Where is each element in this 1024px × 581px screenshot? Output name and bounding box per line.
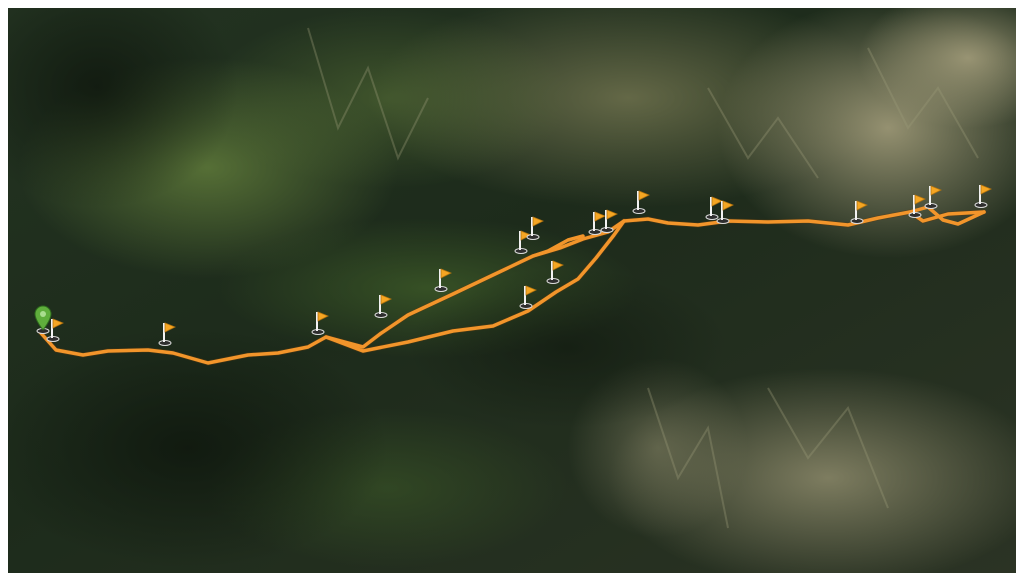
- flag-icon[interactable]: [546, 258, 566, 284]
- flag-icon[interactable]: [158, 320, 178, 346]
- flag-icon[interactable]: [434, 266, 454, 292]
- satellite-map[interactable]: [8, 8, 1016, 573]
- flag-icon[interactable]: [526, 214, 546, 240]
- flag-icon[interactable]: [974, 182, 994, 208]
- flag-icon[interactable]: [311, 309, 331, 335]
- start-pin-icon[interactable]: [32, 304, 54, 334]
- flag-icon[interactable]: [514, 228, 534, 254]
- flag-icon[interactable]: [908, 192, 928, 218]
- flag-icon[interactable]: [850, 198, 870, 224]
- flag-icon[interactable]: [600, 207, 620, 233]
- flag-icon[interactable]: [519, 283, 539, 309]
- flag-icon[interactable]: [632, 188, 652, 214]
- flag-icon[interactable]: [705, 194, 725, 220]
- flag-icon[interactable]: [374, 292, 394, 318]
- flag-icon[interactable]: [716, 198, 736, 224]
- flag-icon-start[interactable]: [46, 316, 66, 342]
- map-view[interactable]: [8, 8, 1016, 573]
- flag-icon[interactable]: [588, 209, 608, 235]
- flag-icon[interactable]: [924, 183, 944, 209]
- gps-track: [38, 205, 986, 365]
